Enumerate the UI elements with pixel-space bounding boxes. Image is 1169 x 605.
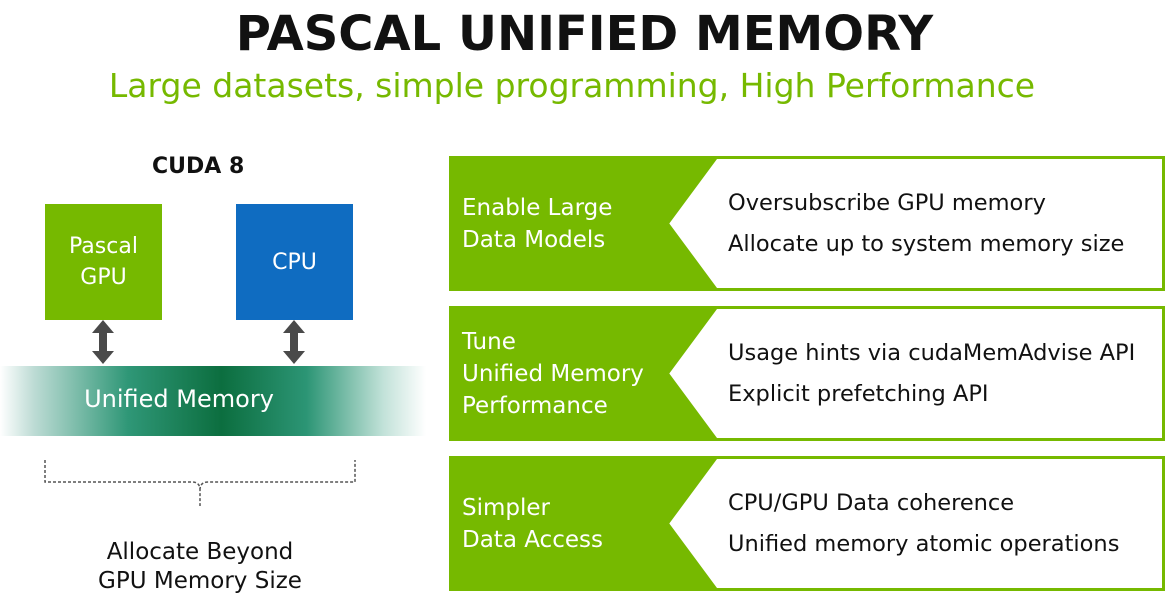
allocate-beyond-caption: Allocate Beyond GPU Memory Size — [98, 539, 302, 594]
feature-point: CPU/GPU Data coherence — [728, 489, 1015, 516]
feature-point: Usage hints via cudaMemAdvise API — [728, 339, 1136, 366]
unified-memory-label: Unified Memory — [84, 385, 274, 413]
feature-heading: Enable Large Data Models — [462, 194, 613, 253]
cpu-block: CPU — [236, 204, 353, 320]
feature-point: Unified memory atomic operations — [728, 530, 1120, 557]
feature-points: Usage hints via cudaMemAdvise API Explic… — [728, 309, 1135, 438]
feature-point: Allocate up to system memory size — [728, 230, 1125, 257]
cuda-version-label: CUDA 8 — [152, 154, 245, 179]
cpu-memory-double-arrow-icon — [283, 320, 305, 364]
feature-heading: Tune Unified Memory Performance — [462, 328, 644, 419]
pascal-gpu-block: Pascal GPU — [45, 204, 162, 320]
feature-heading: Simpler Data Access — [462, 494, 603, 553]
feature-tune-performance: Tune Unified Memory Performance Usage hi… — [449, 306, 1165, 441]
unified-memory-band: Unified Memory — [0, 366, 426, 436]
slide-subtitle: Large datasets, simple programming, High… — [108, 66, 1036, 105]
feature-points: Oversubscribe GPU memory Allocate up to … — [728, 159, 1124, 288]
brace-icon — [44, 460, 356, 506]
slide-title: PASCAL UNIFIED MEMORY — [235, 6, 934, 62]
feature-point: Oversubscribe GPU memory — [728, 189, 1046, 216]
feature-points: CPU/GPU Data coherence Unified memory at… — [728, 459, 1119, 588]
feature-simpler-data-access: Simpler Data Access CPU/GPU Data coheren… — [449, 456, 1165, 591]
feature-point: Explicit prefetching API — [728, 380, 989, 407]
feature-large-data-models: Enable Large Data Models Oversubscribe G… — [449, 156, 1165, 291]
gpu-memory-double-arrow-icon — [92, 320, 114, 364]
